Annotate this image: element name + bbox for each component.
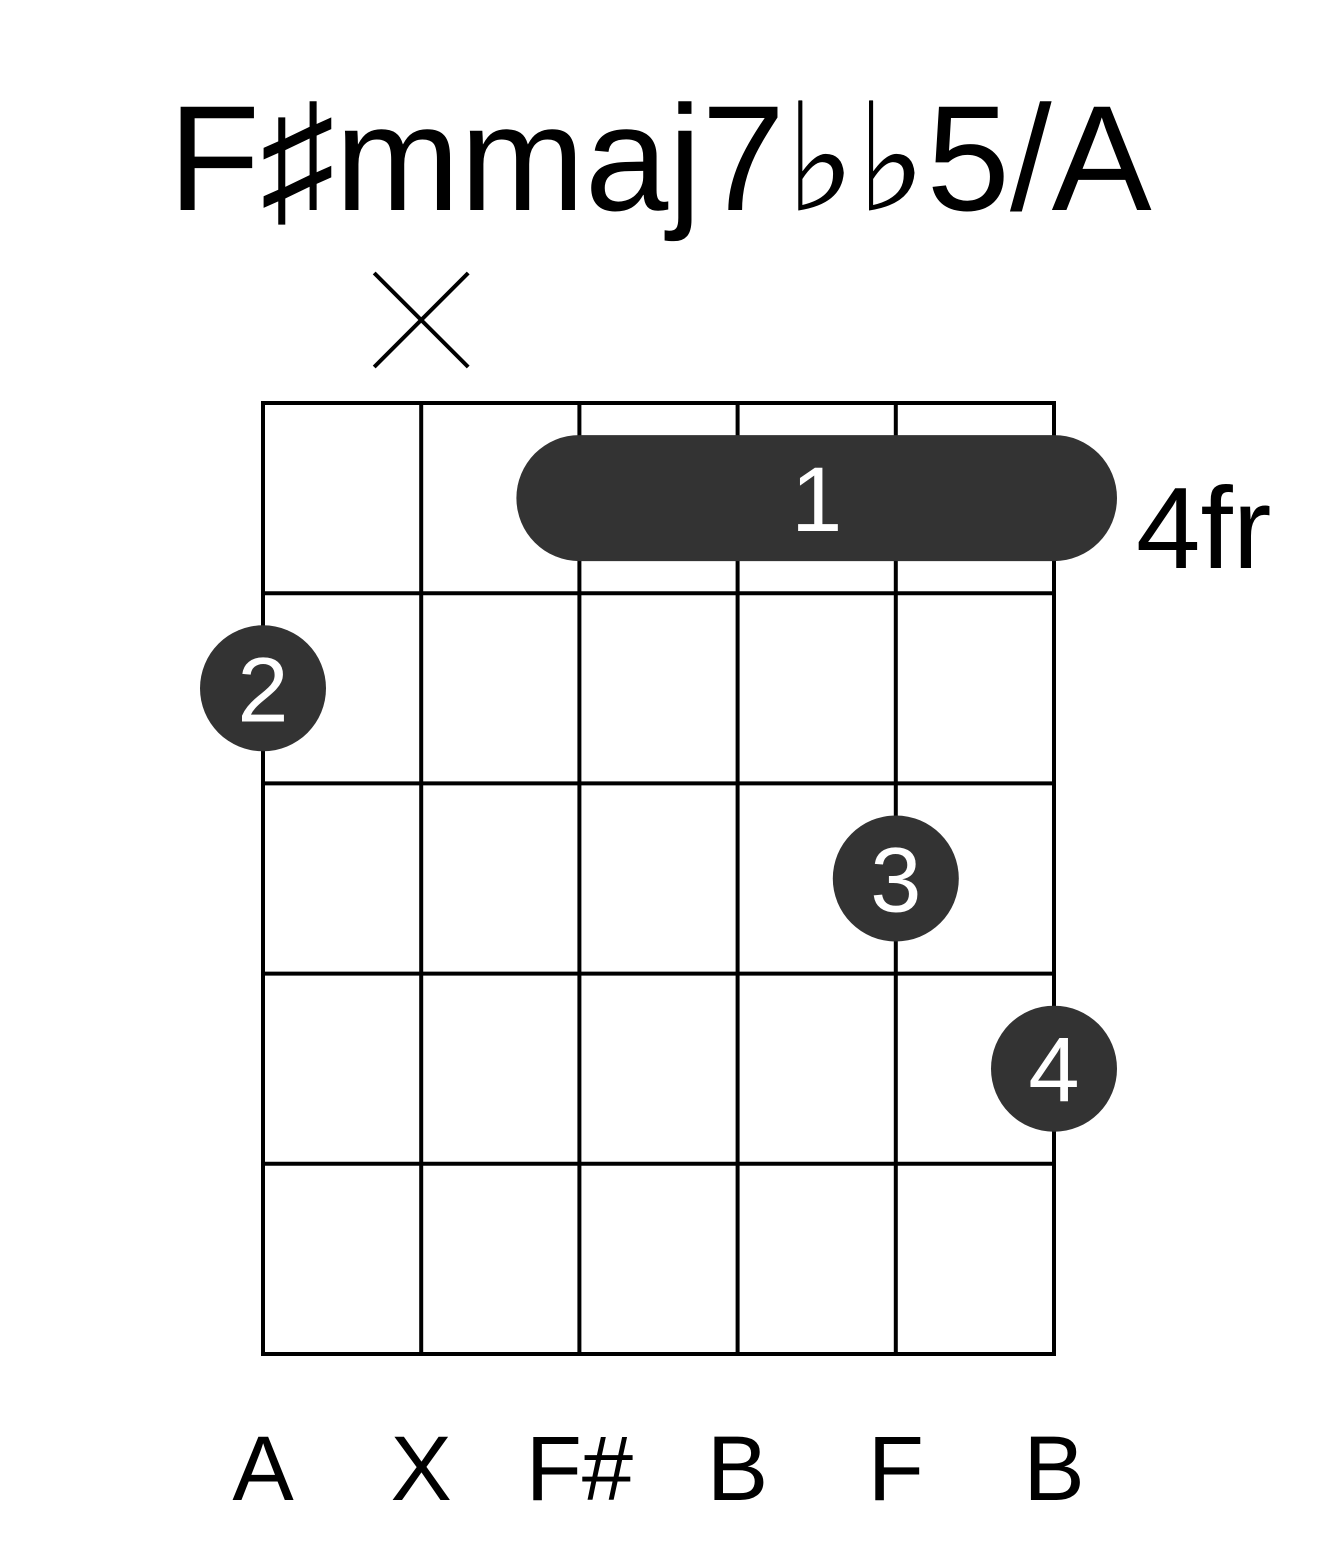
string-note-1: A bbox=[232, 1418, 294, 1520]
x-mark-icon bbox=[372, 271, 470, 369]
x-mark-stroke-b bbox=[372, 271, 470, 369]
finger-dots: 2 3 4 bbox=[200, 625, 1117, 1132]
string-note-5: F bbox=[868, 1418, 924, 1520]
base-fret-label: 4fr bbox=[1136, 463, 1271, 593]
finger-dot: 4 bbox=[991, 1005, 1117, 1132]
finger-dot-circle bbox=[991, 1005, 1117, 1132]
barre-finger-number: 1 bbox=[791, 449, 842, 551]
chord-title: F♯mmaj7♭♭5/A bbox=[168, 74, 1151, 242]
finger-number: 3 bbox=[870, 830, 921, 932]
muted-markers bbox=[372, 271, 470, 369]
finger-number: 2 bbox=[237, 639, 288, 741]
barre bbox=[516, 435, 1117, 562]
finger-dot: 2 bbox=[200, 625, 326, 752]
string-note-6: B bbox=[1023, 1418, 1084, 1520]
barre-layer: 1 bbox=[516, 435, 1117, 562]
finger-number: 4 bbox=[1028, 1020, 1079, 1122]
finger-dot-circle bbox=[832, 815, 959, 942]
finger-dot: 3 bbox=[832, 815, 959, 942]
fretboard-grid bbox=[261, 401, 1056, 1356]
finger-dot-circle bbox=[200, 625, 326, 752]
string-note-2: X bbox=[391, 1418, 452, 1520]
string-note-4: B bbox=[707, 1418, 768, 1520]
string-note-3: F# bbox=[526, 1418, 633, 1520]
